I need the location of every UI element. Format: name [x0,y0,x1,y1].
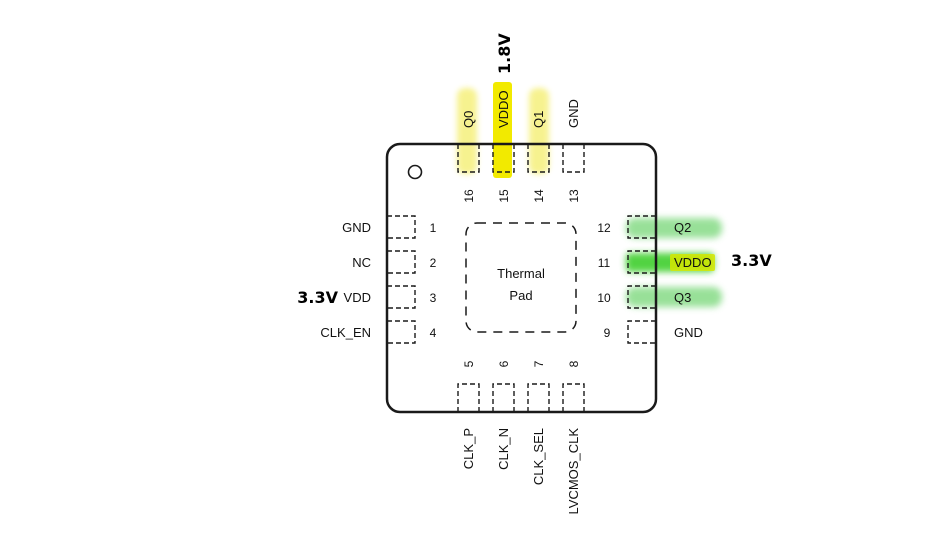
pin-13-name: GND [566,99,581,128]
pin-2-pad [387,250,416,274]
pin-7-pad [527,383,550,412]
pin-16-number: 16 [462,189,476,203]
pin-1-name: GND [342,220,371,235]
vddo-top-voltage-label: 1.8V [495,33,514,74]
pin-12-name: Q2 [674,220,691,235]
green-highlights [626,218,722,307]
pin-11-number: 11 [598,256,611,270]
highlight-vddo-right-yellow [670,254,715,271]
pin-9-name: GND [674,325,703,340]
pin-6-number: 6 [497,360,511,367]
pin-12-pad [627,215,656,239]
pin-6-pad [492,383,515,412]
pin-10-pad [627,285,656,309]
bottom-pins [457,383,585,412]
pin-3-number: 3 [430,291,437,305]
pin-11-pad [627,250,656,274]
right-pins [627,215,656,344]
pin-13-number: 13 [567,189,581,203]
thermal-pad [465,222,577,333]
highlight-q2 [626,218,722,238]
pin-1-pad [387,215,416,239]
pin-4-number: 4 [430,326,437,340]
pin-8-name: LVCMOS_CLK [566,428,581,515]
pin-11-name: VDDO [674,255,712,270]
pin-10-number: 10 [597,291,611,305]
pin-2-number: 2 [430,256,437,270]
pin-15-name: VDDO [496,90,511,128]
yellow-highlights [457,82,549,178]
vdd-voltage-label: 3.3V [297,288,338,307]
pin-15-number: 15 [497,189,511,203]
pin-13-pad [562,144,585,173]
pin-4-name: CLK_EN [320,325,371,340]
pin-14-number: 14 [532,189,546,203]
pin-12-number: 12 [597,221,611,235]
pin-5-name: CLK_P [461,428,476,469]
pin-16-name: Q0 [461,111,476,128]
pin-5-pad [457,383,480,412]
pin1-marker [407,164,423,180]
thermal-pad-label-line2: Pad [509,288,532,303]
pin-10-name: Q3 [674,290,691,305]
package-outline [385,142,658,414]
pin-7-name: CLK_SEL [531,428,546,485]
pin-6-name: CLK_N [496,428,511,470]
pin-1-number: 1 [430,221,437,235]
pin-2-name: NC [352,255,371,270]
vddo-right-voltage-label: 3.3V [731,251,772,270]
pin-7-number: 7 [532,360,546,367]
thermal-pad-label-line1: Thermal [497,266,545,281]
pin-8-pad [562,383,585,412]
pin-3-pad [387,285,416,309]
left-pins [387,215,416,344]
pin-4-pad [387,320,416,344]
pin-8-number: 8 [567,360,581,367]
pin-9-pad [627,320,656,344]
pin-9-number: 9 [604,326,611,340]
highlight-q0 [457,88,477,174]
pin-3-name: VDD [344,290,371,305]
pin-5-number: 5 [462,360,476,367]
highlight-q1 [529,88,549,174]
pin-14-name: Q1 [531,111,546,128]
highlight-q3 [626,287,722,307]
highlight-vddo-top [493,82,512,178]
